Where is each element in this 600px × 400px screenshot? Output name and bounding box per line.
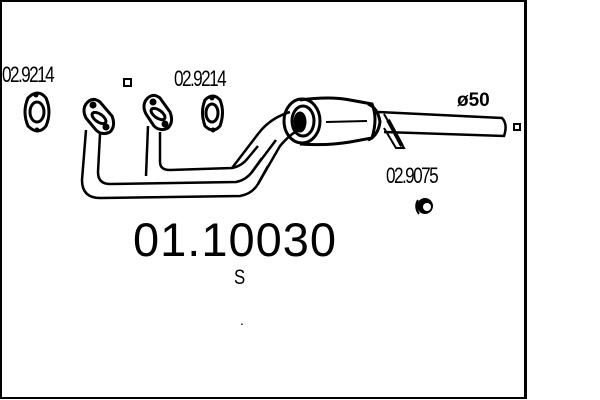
marker-square-icon bbox=[513, 123, 521, 131]
marker-square-icon bbox=[123, 78, 132, 87]
gasket-part-number-left: 02.9214 bbox=[2, 62, 55, 87]
flange-gasket-icon bbox=[23, 91, 51, 133]
rubber-mount-icon bbox=[415, 198, 433, 215]
pipe-flange-icon bbox=[142, 93, 174, 132]
part-suffix: S bbox=[234, 266, 246, 289]
footnote-mark: . bbox=[240, 312, 244, 328]
flange-gasket-icon bbox=[201, 94, 224, 133]
clamp-part-number: 02.9075 bbox=[386, 163, 439, 188]
pipe-flange-icon bbox=[82, 97, 116, 136]
tail-pipe bbox=[377, 110, 521, 149]
diagram-frame bbox=[0, 0, 527, 399]
catalytic-converter bbox=[282, 96, 382, 147]
gasket-part-number-right: 02.9214 bbox=[174, 66, 227, 91]
pipe-diameter-label: ø50 bbox=[457, 90, 490, 111]
main-part-number: 01.10030 bbox=[133, 213, 338, 266]
